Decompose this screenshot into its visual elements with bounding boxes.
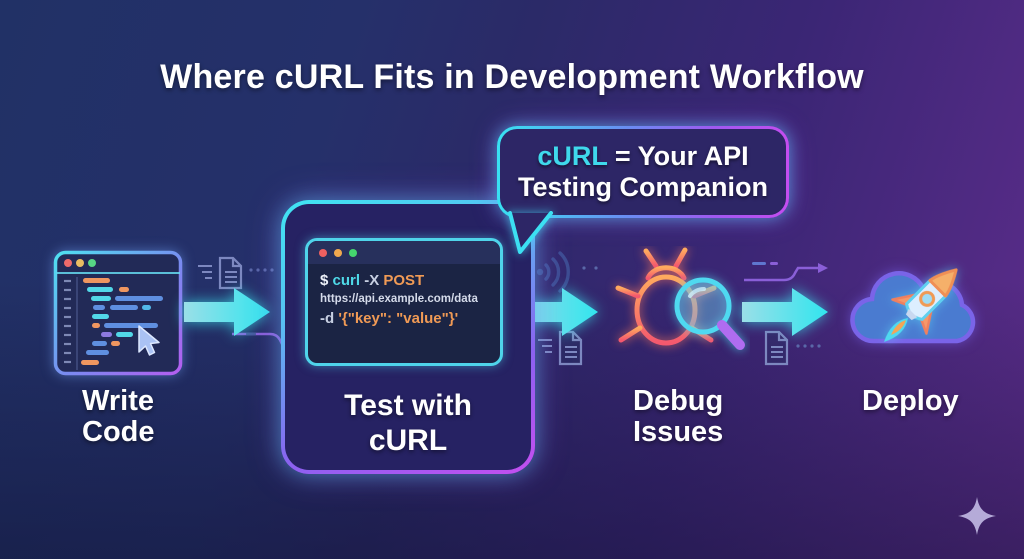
sparkle-icon bbox=[958, 497, 996, 535]
bubble-line-1: cURL = Your API bbox=[537, 141, 748, 172]
close-dot-icon bbox=[319, 248, 327, 257]
terminal-command-line: $ curl -X POST bbox=[320, 272, 425, 289]
bubble-line-2: Testing Companion bbox=[518, 172, 768, 202]
cloud-rocket-icon bbox=[850, 268, 976, 344]
test-with-curl-panel: $ curl -X POST https://api.example.com/d… bbox=[281, 200, 535, 474]
code-editor-icon bbox=[53, 250, 183, 376]
cursor-icon bbox=[138, 325, 160, 356]
stage-label-test-with-curl: Test with cURL bbox=[344, 389, 472, 457]
speech-bubble: cURL = Your API Testing Companion bbox=[497, 126, 789, 218]
document-decor-icon bbox=[198, 256, 274, 290]
page-title: Where cURL Fits in Development Workflow bbox=[160, 58, 864, 96]
terminal-body: $ curl -X POST https://api.example.com/d… bbox=[308, 264, 500, 329]
curl-highlight: cURL bbox=[537, 141, 608, 171]
maximize-dot-icon bbox=[349, 248, 357, 257]
arrow-right-icon bbox=[184, 288, 270, 336]
stage-label-write-code: Write Code bbox=[82, 385, 155, 448]
stage-label-deploy: Deploy bbox=[862, 385, 959, 417]
terminal-data-line: -d '{"key": "value"}' bbox=[320, 310, 459, 327]
signal-icon bbox=[536, 251, 598, 293]
bug-magnifier-icon bbox=[611, 247, 745, 350]
bubble-line-1-rest: = Your API bbox=[607, 141, 749, 171]
stage-label-debug-issues: Debug Issues bbox=[633, 385, 724, 448]
document-decor-icon bbox=[538, 330, 583, 366]
minimize-dot-icon bbox=[334, 248, 342, 257]
arrow-right-icon bbox=[512, 288, 598, 336]
speech-bubble-body: cURL = Your API Testing Companion bbox=[500, 129, 786, 215]
document-decor-icon bbox=[764, 330, 821, 366]
terminal-window-icon: $ curl -X POST https://api.example.com/d… bbox=[305, 238, 503, 366]
terminal-titlebar bbox=[308, 241, 500, 264]
arrow-right-icon bbox=[742, 288, 828, 336]
flow-line-icon bbox=[744, 262, 828, 282]
terminal-url-line: https://api.example.com/data bbox=[320, 293, 478, 305]
speech-bubble-tail-icon bbox=[508, 211, 553, 254]
